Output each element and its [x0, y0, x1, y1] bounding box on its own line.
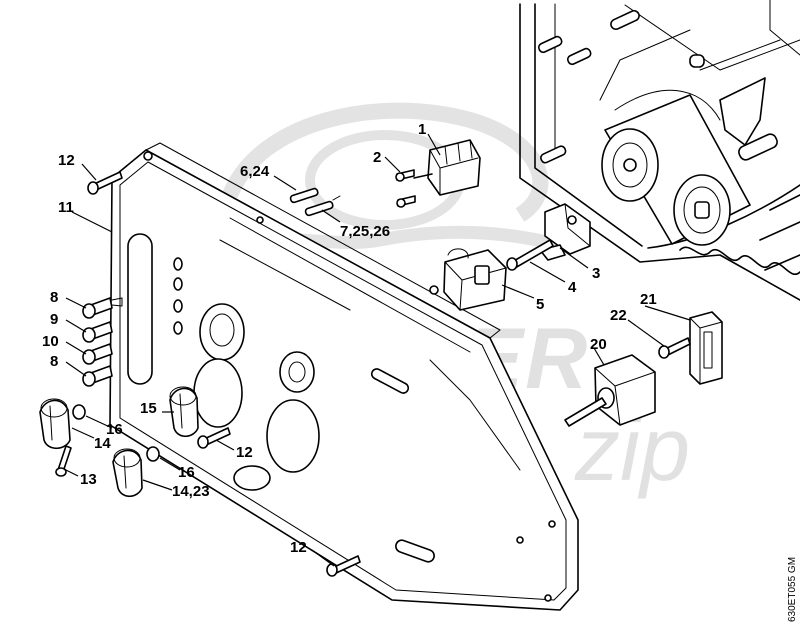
part-6-connector: [289, 187, 319, 204]
part-12-screw-lower: [326, 555, 361, 577]
part-20-rotary-switch: [564, 354, 656, 427]
panel-screws-8-10: [82, 297, 113, 387]
callout-14-23: 14,23: [172, 483, 210, 500]
callout-4: 4: [568, 279, 577, 296]
part-12-screw-upper: [87, 171, 123, 195]
appliance-housing: [519, 0, 800, 301]
part-1-switch: [413, 139, 481, 196]
part-16-washer-lower: [146, 446, 160, 462]
callout-7-25-26: 7,25,26: [340, 223, 390, 240]
part-16-washer-upper: [72, 404, 86, 420]
housing-pegs: [537, 9, 778, 164]
callout-3: 3: [592, 265, 600, 282]
part-22-screw: [658, 337, 691, 359]
panel-indicator-holes: [173, 257, 183, 335]
callout-8-lower: 8: [50, 353, 58, 370]
part-21-bracket: [689, 311, 723, 385]
callout-labels: 1 2 3 4 5 6,24 7,25,26 8 9 10 8 11 12 12…: [42, 121, 657, 556]
part-5-thermostat: [429, 248, 507, 311]
callout-12-lower: 12: [290, 539, 307, 556]
leader-lines: [61, 133, 691, 567]
part-14-23-knob: [112, 448, 143, 498]
callout-14: 14: [94, 435, 111, 452]
callout-1: 1: [418, 121, 426, 138]
callout-9: 9: [50, 311, 58, 328]
callout-12-middle: 12: [236, 444, 253, 461]
part-7-connector: [304, 195, 341, 217]
callout-16-lower: 16: [178, 464, 195, 481]
callout-6-24: 6,24: [240, 163, 270, 180]
callout-8-upper: 8: [50, 289, 58, 306]
callout-22: 22: [610, 307, 627, 324]
part-12-screw-middle: [197, 427, 231, 449]
callout-2: 2: [373, 149, 381, 166]
control-panel-part-11: [109, 142, 579, 611]
callout-16-upper: 16: [106, 421, 123, 438]
callout-15: 15: [140, 400, 157, 417]
callout-21: 21: [640, 291, 657, 308]
callout-20: 20: [590, 336, 607, 353]
part-15-knob: [169, 386, 199, 438]
callout-11: 11: [58, 199, 74, 216]
callout-13: 13: [80, 471, 97, 488]
callout-5: 5: [536, 296, 544, 313]
part-13-screw: [55, 445, 72, 477]
motor-assembly: [601, 89, 751, 246]
callout-12-upper: 12: [58, 152, 75, 169]
part-14-knob: [39, 398, 71, 450]
part-4-screw: [506, 239, 554, 271]
part-2-screws: [395, 169, 416, 208]
callout-10: 10: [42, 333, 59, 350]
drawing-code: 630ET055 GM: [787, 557, 798, 622]
